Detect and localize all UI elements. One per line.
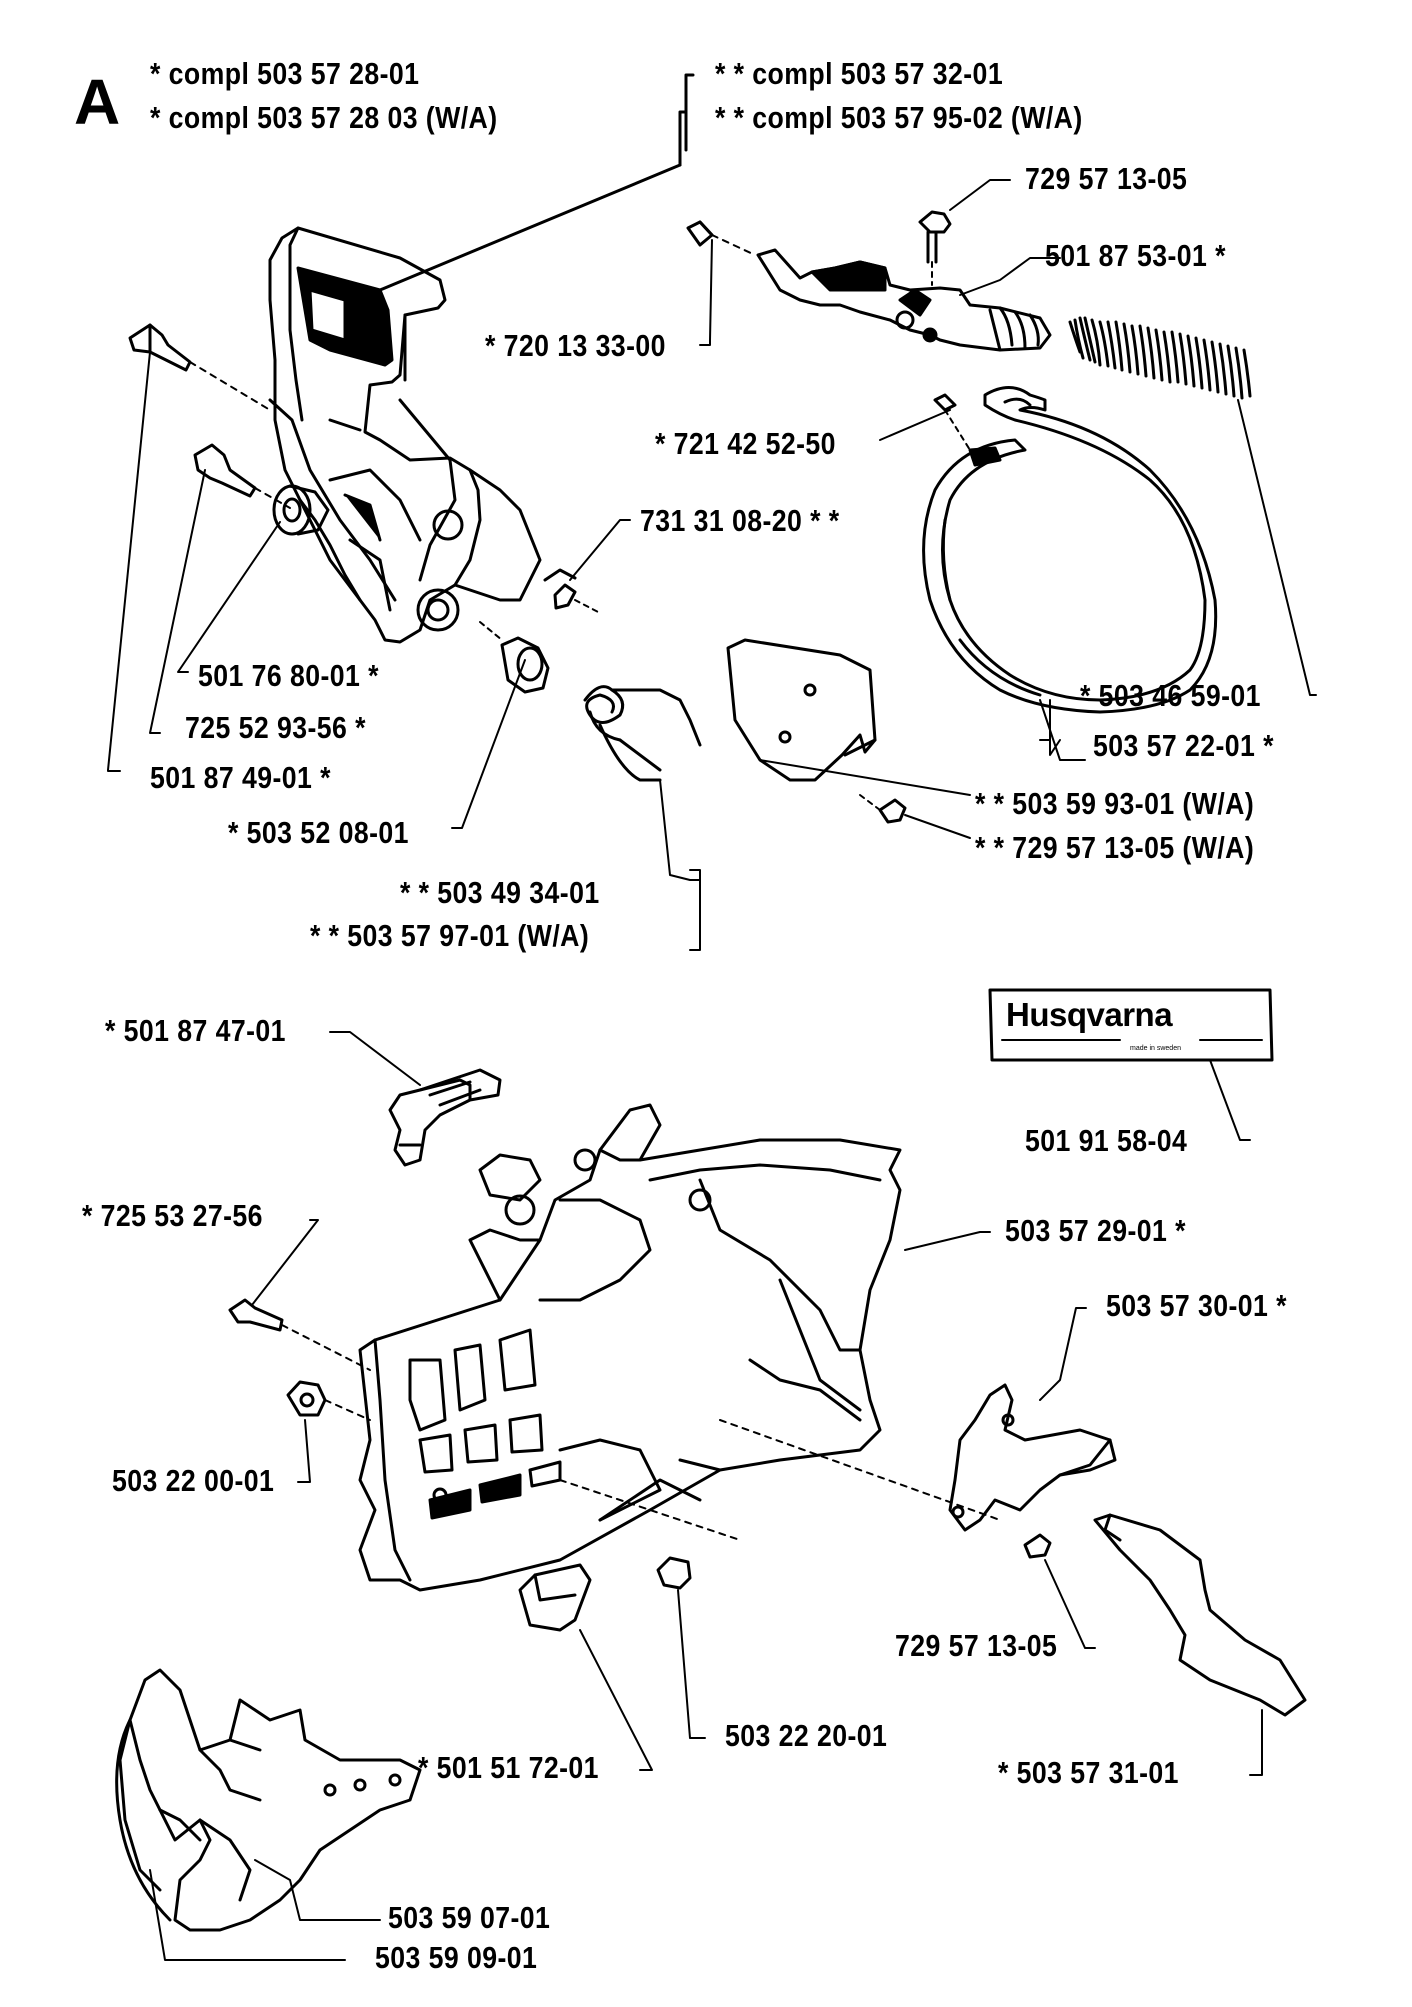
part-label: * 503 52 08-01 xyxy=(228,815,409,850)
part-label: * 503 57 31-01 xyxy=(998,1755,1179,1790)
clip-part xyxy=(518,1563,653,1771)
assembly-bracket xyxy=(378,73,695,292)
decal-part xyxy=(988,988,1274,1141)
part-label: 501 91 58-04 xyxy=(1025,1123,1188,1158)
screw-part xyxy=(859,794,971,839)
washer-part xyxy=(272,484,330,536)
part-label: * * 729 57 13-05 (W/A) xyxy=(975,830,1255,865)
guide-plate-part xyxy=(1093,1513,1307,1776)
coil-spring-part xyxy=(1068,316,1317,696)
part-label: 501 76 80-01 * xyxy=(198,658,379,693)
cover-plate-part xyxy=(726,638,971,796)
torsion-spring-part xyxy=(583,685,702,951)
part-label: * * 503 59 93-01 (W/A) xyxy=(975,786,1255,821)
screw-part xyxy=(1023,1533,1096,1649)
part-label: 503 59 07-01 xyxy=(388,1900,551,1935)
part-label: * 725 53 27-56 xyxy=(82,1198,263,1233)
assembly-label: * compl 503 57 28-01 xyxy=(150,56,420,91)
part-label: 503 59 09-01 xyxy=(375,1940,538,1975)
spring-clip-part xyxy=(543,519,631,614)
part-label: 503 22 20-01 xyxy=(725,1718,888,1753)
assembly-label: * * compl 503 57 95-02 (W/A) xyxy=(715,100,1083,135)
brake-lever-part xyxy=(686,220,1061,352)
part-label: 503 57 29-01 * xyxy=(1005,1213,1186,1248)
part-label: 503 57 30-01 * xyxy=(1106,1288,1287,1323)
assembly-label: * * compl 503 57 32-01 xyxy=(715,56,1004,91)
brake-band-part xyxy=(879,386,1218,761)
husqvarna-logo: Husqvarna xyxy=(1006,996,1173,1033)
screw-part xyxy=(228,1219,371,1371)
part-label: * 501 87 47-01 xyxy=(105,1013,286,1048)
part-label: 503 22 00-01 xyxy=(112,1463,275,1498)
part-label: * * 503 57 97-01 (W/A) xyxy=(310,918,590,953)
part-label: * 501 51 72-01 xyxy=(418,1750,599,1785)
section-letter: A xyxy=(74,66,121,138)
nut-part xyxy=(286,1380,371,1483)
part-label: 731 31 08-20 * * xyxy=(640,503,840,538)
leader-lines xyxy=(107,351,526,829)
assembly-label: * compl 503 57 28 03 (W/A) xyxy=(150,100,498,135)
part-label: * 503 46 59-01 xyxy=(1080,678,1261,713)
decal-subtext: made in sweden xyxy=(1130,1045,1181,1052)
part-label: * * 503 49 34-01 xyxy=(400,875,600,910)
part-label: 501 87 49-01 * xyxy=(150,760,331,795)
part-label: * 720 13 33-00 xyxy=(485,328,666,363)
hand-guard-part xyxy=(268,226,542,644)
screw-part xyxy=(128,323,271,411)
screw-part xyxy=(918,179,1011,286)
part-label: 501 87 53-01 * xyxy=(1045,238,1226,273)
spring-clip-part xyxy=(329,1031,502,1167)
bracket-part xyxy=(948,1307,1117,1532)
part-label: 729 57 13-05 xyxy=(1025,161,1188,196)
part-label: 729 57 13-05 xyxy=(895,1628,1058,1663)
part-label: * 721 42 52-50 xyxy=(655,426,836,461)
part-label: 503 57 22-01 * xyxy=(1093,728,1274,763)
bushing-part xyxy=(479,621,550,694)
clutch-cover-part xyxy=(358,1103,1001,1592)
part-label: 725 52 93-56 * xyxy=(185,710,366,745)
chain-guard-part xyxy=(115,1668,422,1961)
nut-part xyxy=(656,1556,706,1739)
